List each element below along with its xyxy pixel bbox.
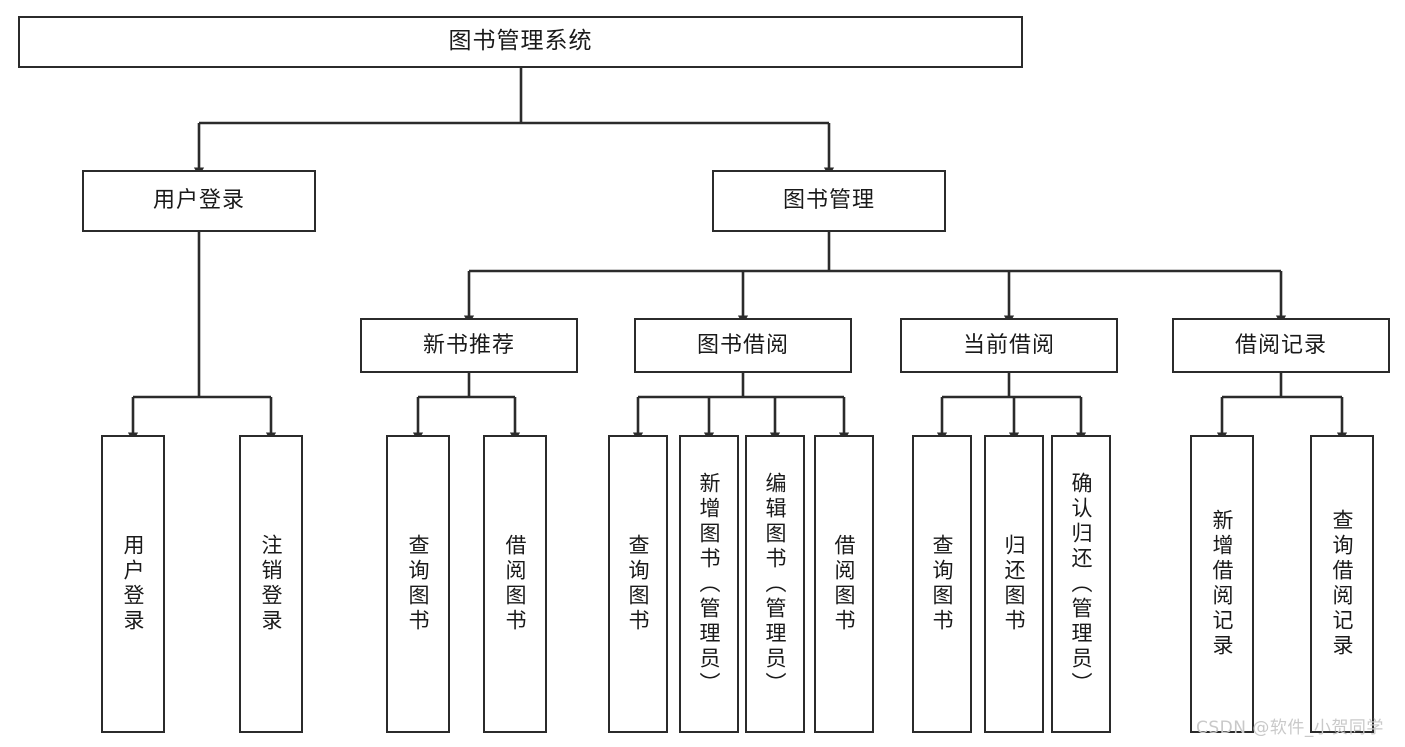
node-n_book[interactable]: 图书管理 (712, 170, 946, 232)
node-label: 新增图书（管理员） (697, 471, 722, 697)
node-n_cur[interactable]: 当前借阅 (900, 318, 1118, 373)
node-l10[interactable]: 归还图书 (984, 435, 1044, 733)
node-label: 查询借阅记录 (1330, 509, 1355, 659)
node-label: 新书推荐 (422, 332, 515, 358)
node-l4[interactable]: 借阅图书 (483, 435, 547, 733)
node-l11[interactable]: 确认归还（管理员） (1051, 435, 1111, 733)
node-label: 确认归还（管理员） (1069, 471, 1094, 697)
node-label: 图书借阅 (696, 332, 789, 358)
node-l12[interactable]: 新增借阅记录 (1190, 435, 1254, 733)
node-label: 注销登录 (259, 534, 284, 634)
node-n_new[interactable]: 新书推荐 (360, 318, 578, 373)
node-label: 当前借阅 (962, 332, 1055, 358)
node-label: 用户登录 (152, 188, 245, 214)
node-root[interactable]: 图书管理系统 (18, 16, 1023, 68)
node-l3[interactable]: 查询图书 (386, 435, 450, 733)
node-label: 图书管理系统 (448, 28, 593, 55)
node-l9[interactable]: 查询图书 (912, 435, 972, 733)
node-l5[interactable]: 查询图书 (608, 435, 668, 733)
node-label: 编辑图书（管理员） (763, 471, 788, 697)
node-l2[interactable]: 注销登录 (239, 435, 303, 733)
node-label: 图书管理 (782, 188, 875, 214)
node-label: 查询图书 (626, 534, 651, 634)
node-label: 用户登录 (121, 534, 146, 634)
node-label: 借阅图书 (503, 534, 528, 634)
node-label: 借阅图书 (832, 534, 857, 634)
node-label: 归还图书 (1002, 534, 1027, 634)
node-n_user[interactable]: 用户登录 (82, 170, 316, 232)
node-l7[interactable]: 编辑图书（管理员） (745, 435, 805, 733)
node-label: 新增借阅记录 (1210, 509, 1235, 659)
node-label: 查询图书 (406, 534, 431, 634)
node-l13[interactable]: 查询借阅记录 (1310, 435, 1374, 733)
watermark-text: CSDN @软件_小贺同学 (1196, 718, 1384, 738)
node-l8[interactable]: 借阅图书 (814, 435, 874, 733)
node-l1[interactable]: 用户登录 (101, 435, 165, 733)
node-label: 查询图书 (930, 534, 955, 634)
node-l6[interactable]: 新增图书（管理员） (679, 435, 739, 733)
node-n_rec[interactable]: 借阅记录 (1172, 318, 1390, 373)
node-label: 借阅记录 (1234, 332, 1327, 358)
node-n_borrow[interactable]: 图书借阅 (634, 318, 852, 373)
